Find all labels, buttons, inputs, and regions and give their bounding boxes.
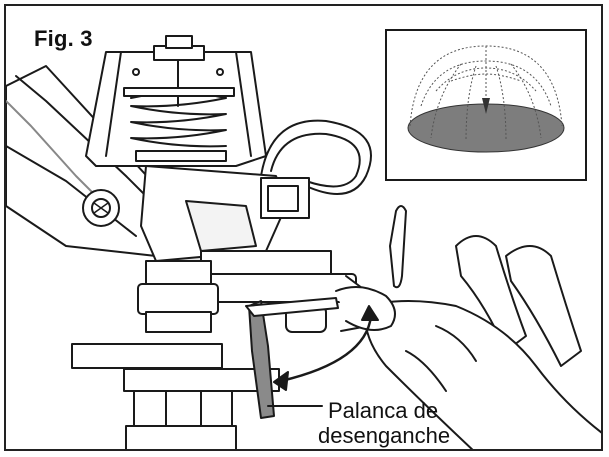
figure-label: Fig. 3 (34, 26, 93, 51)
release-lever-callout: Palanca de desenganche (318, 398, 450, 448)
callout-line-1: Palanca de (328, 398, 439, 423)
sprinkler-illustration (6, 29, 601, 449)
callout-line-2: desenganche (318, 423, 451, 448)
deflector-loop (260, 119, 372, 195)
spray-pattern-icon (385, 29, 587, 181)
hand (335, 205, 601, 449)
release-lever (245, 297, 339, 419)
spring-housing (85, 35, 267, 167)
curved-arrow-icon (273, 305, 379, 391)
riser-base (71, 260, 280, 449)
figure-frame: Fig. 3 Palanca de desenganche (4, 4, 603, 451)
